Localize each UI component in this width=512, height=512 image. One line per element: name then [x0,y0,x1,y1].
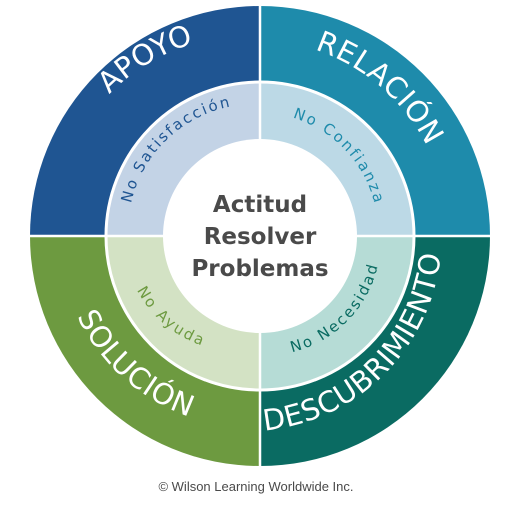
center-line-2: Resolver [204,224,317,250]
center-circle [163,139,357,333]
inner-ring-border [104,80,416,392]
center-line-3: Problemas [191,256,328,282]
copyright-notice: © Wilson Learning Worldwide Inc. [158,479,354,494]
center-line-1: Actitud [213,192,307,218]
